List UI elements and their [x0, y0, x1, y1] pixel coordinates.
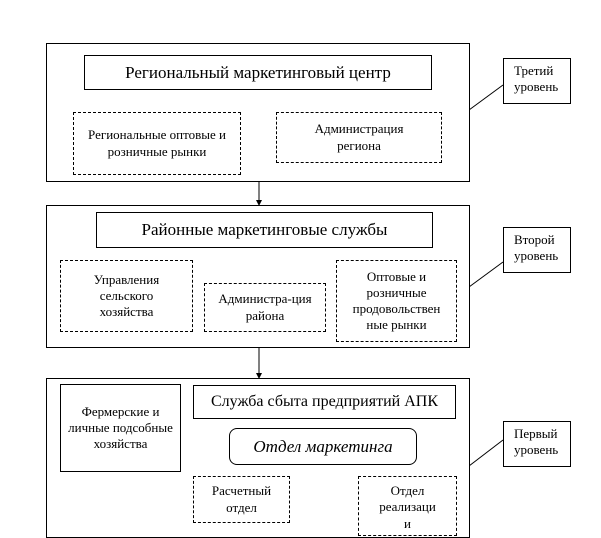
farm-households-box: Фермерские и личные подсобные хозяйства [60, 384, 181, 472]
sales-department-box: Отдел реализаци и [358, 476, 457, 536]
first-level-callout: Первый уровень [503, 421, 571, 467]
regional-marketing-center-box: Региональный маркетинговый центр [84, 55, 432, 90]
regional-administration-label: Администрация региона [314, 121, 404, 153]
callout-pointer-l2 [468, 261, 504, 288]
third-level-callout: Третий уровень [503, 58, 571, 104]
regional-administration-box: Администрация региона [276, 112, 442, 163]
agriculture-departments-label: Управления сельского хозяйства [93, 271, 160, 320]
district-administration-label: Администра-ция района [218, 291, 312, 323]
second-level-callout-label: Второй уровень [514, 232, 559, 264]
agro-sales-service-box: Служба сбыта предприятий АПК [193, 385, 456, 419]
callout-pointer-l1 [468, 439, 504, 467]
callout-pointer-l3 [468, 84, 504, 111]
third-level-callout-label: Третий уровень [514, 63, 559, 95]
agro-sales-service-label: Служба сбыта предприятий АПК [211, 393, 438, 410]
sales-department-label: Отдел реализаци и [379, 483, 436, 531]
district-marketing-services-label: Районные маркетинговые службы [141, 220, 388, 239]
marketing-department-label: Отдел маркетинга [253, 436, 393, 456]
food-markets-box: Оптовые и розничные продовольствен ные р… [336, 260, 457, 342]
regional-marketing-center-label: Региональный маркетинговый центр [125, 62, 391, 82]
district-marketing-services-box: Районные маркетинговые службы [96, 212, 433, 248]
farm-households-label: Фермерские и личные подсобные хозяйства [68, 403, 173, 452]
agriculture-departments-box: Управления сельского хозяйства [60, 260, 193, 332]
food-markets-label: Оптовые и розничные продовольствен ные р… [352, 268, 441, 333]
accounting-department-box: Расчетный отдел [193, 476, 290, 523]
marketing-department-box: Отдел маркетинга [229, 428, 417, 465]
regional-markets-label: Региональные оптовые и розничные рынки [88, 127, 226, 159]
accounting-department-label: Расчетный отдел [211, 483, 272, 515]
district-administration-box: Администра-ция района [204, 283, 326, 332]
regional-markets-box: Региональные оптовые и розничные рынки [73, 112, 241, 175]
second-level-callout: Второй уровень [503, 227, 571, 273]
first-level-callout-label: Первый уровень [514, 426, 559, 458]
